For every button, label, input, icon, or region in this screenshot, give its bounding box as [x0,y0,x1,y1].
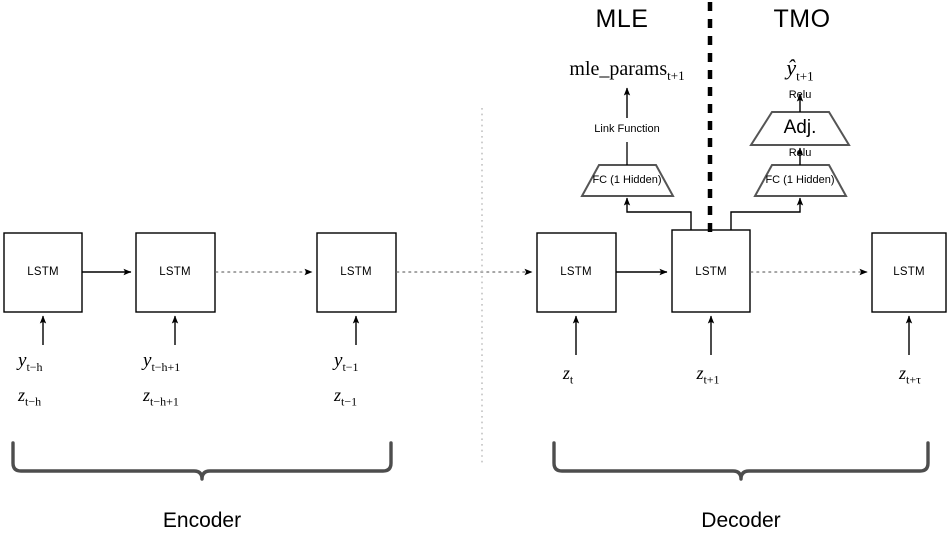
section-braces [11,441,930,481]
tmo-branch-shapes [749,93,851,197]
input-y-label-enc-3: yt−1 [334,350,359,374]
encoder-section-label: Encoder [162,509,242,532]
input-y-label-enc-2: yt−h+1 [143,350,181,374]
input-z-label-dec-2: zt+1 [696,363,720,387]
decoder-brace [552,441,930,481]
lstm-box-enc-1 [3,232,83,313]
tmo-fc-label: FC (1 Hidden) [765,174,835,186]
branch-connectors [623,197,804,230]
tmo-relu-lower-label: Relu [788,147,812,159]
lstm-label-enc-1: LSTM [27,266,59,278]
connector-to-mle-fc [623,197,692,230]
lstm-label-enc-3: LSTM [340,266,372,278]
lstm-box-dec-2 [671,229,751,313]
mle-output-label: mle_paramst+1 [569,58,684,84]
encoder-brace [11,441,393,481]
input-z-label-dec-1: zt [562,363,574,387]
lstm-box-enc-3 [316,232,397,313]
connector-to-tmo-fc [730,197,804,230]
input-z-label-enc-3: zt−1 [334,385,358,409]
decoder-lstm-boxes [536,229,947,313]
tmo-column-title: TMO [773,5,831,33]
lstm-label-dec-3: LSTM [893,266,925,278]
mle-branch-shapes [580,87,675,197]
mle-fc-trapezoid [580,164,675,197]
mle-output-subscript: t+1 [667,68,685,83]
decoder-section-label: Decoder [701,509,781,532]
tmo-fc-trapezoid [753,164,848,197]
link-function-label: Link Function [594,123,660,135]
lstm-box-dec-3 [871,232,947,313]
tmo-output-label: ŷt+1 [786,55,813,84]
mle-column-title: MLE [595,5,649,33]
lstm-box-enc-2 [135,232,216,313]
input-z-label-enc-1: zt−h [18,385,42,409]
tmo-relu-upper-label: Relu [788,89,812,101]
input-arrows [39,315,913,355]
tmo-adj-trapezoid [749,111,851,146]
input-y-label-enc-1: yt−h [18,350,43,374]
mle-output-text: mle_params [569,58,668,80]
tmo-output-subscript: t+1 [796,68,814,84]
input-z-label-dec-3: zt+τ [899,363,921,387]
lstm-label-dec-2: LSTM [695,266,727,278]
encoder-lstm-boxes [3,232,397,313]
lstm-label-enc-2: LSTM [159,266,191,278]
lstm-label-dec-1: LSTM [560,266,592,278]
tmo-output-text: ŷ [786,55,797,80]
mle-fc-label: FC (1 Hidden) [592,174,662,186]
input-z-label-enc-2: zt−h+1 [143,385,179,409]
tmo-adj-label: Adj. [783,117,817,138]
